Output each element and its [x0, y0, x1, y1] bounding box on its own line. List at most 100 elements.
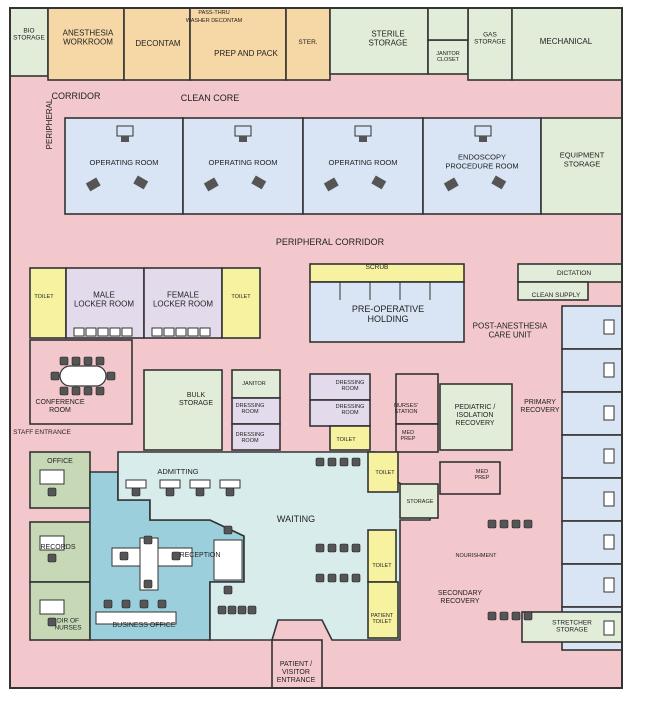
label-or-3: OPERATING ROOM	[328, 158, 397, 167]
equipment-storage	[540, 117, 623, 215]
or-equipment-icon	[203, 177, 219, 192]
furniture-chair	[499, 611, 509, 621]
furniture-chair	[131, 487, 141, 497]
label-toilet-lower: TOILET	[375, 470, 395, 476]
furniture-chair	[83, 356, 93, 366]
or-boom-icon	[479, 136, 487, 142]
furniture-desk	[213, 539, 243, 581]
furniture-desk	[175, 327, 187, 337]
label-washer-decontam: WASHER DECONTAM	[186, 18, 243, 24]
toilet-lower-2	[367, 529, 397, 583]
or-equipment-icon	[323, 177, 339, 192]
janitor	[231, 369, 281, 399]
or-equipment-icon	[85, 177, 101, 192]
furniture-chair	[171, 551, 181, 561]
label-janitor: JANITOR	[242, 381, 265, 387]
furniture-desk	[189, 479, 211, 489]
furniture-desk	[109, 327, 121, 337]
recovery-bed-icon	[603, 405, 615, 421]
toilet-female	[221, 267, 261, 339]
label-toilet-lower-2: TOILET	[372, 563, 392, 569]
furniture-chair	[143, 535, 153, 545]
furniture-chair	[47, 553, 57, 563]
furniture-chair	[237, 605, 247, 615]
female-locker	[143, 267, 223, 339]
label-dictation: DICTATION	[557, 270, 591, 277]
toilet-male	[29, 267, 67, 339]
furniture-chair	[487, 611, 497, 621]
dressing-room-d	[309, 399, 371, 427]
recovery-bed-icon	[603, 491, 615, 507]
furniture-chair	[95, 386, 105, 396]
toilet-lower	[367, 451, 399, 493]
furniture-chair	[83, 386, 93, 396]
recovery-bed-icon	[603, 448, 615, 464]
furniture-desk	[151, 327, 163, 337]
dressing-room-b	[231, 423, 281, 451]
furniture-chair	[339, 573, 349, 583]
endoscopy-room	[422, 117, 542, 215]
furniture-chair	[339, 543, 349, 553]
furniture-chair	[327, 543, 337, 553]
furniture-chair	[223, 585, 233, 595]
label-storage-lower: STORAGE	[407, 499, 434, 505]
furniture-desk	[187, 327, 199, 337]
or-boom-icon	[121, 136, 129, 142]
label-records: RECORDS	[40, 544, 75, 551]
label-nourishment: NOURISHMENT	[456, 553, 498, 559]
furniture-chair	[95, 356, 105, 366]
label-staff-entrance: STAFF ENTRANCE	[13, 429, 71, 436]
label-peripheral-corridor: PERIPHERAL CORRIDOR	[276, 237, 385, 247]
or-equipment-icon	[371, 175, 387, 190]
storage-lower	[399, 483, 439, 519]
records	[29, 521, 91, 583]
pre-op-holding	[309, 281, 465, 343]
label-ster: STER.	[298, 39, 317, 46]
or-equipment-icon	[133, 175, 149, 190]
or-equipment-icon	[491, 175, 507, 190]
furniture-chair	[511, 611, 521, 621]
furniture-chair	[103, 599, 113, 609]
furniture-chair	[106, 371, 116, 381]
furniture-chair	[157, 599, 167, 609]
furniture-desk	[73, 327, 85, 337]
label-pass-thru: PASS-THRU	[198, 10, 229, 16]
furniture-chair	[59, 386, 69, 396]
furniture-chair	[139, 599, 149, 609]
operating-room-3	[302, 117, 424, 215]
decontam	[123, 7, 191, 81]
furniture-chair	[119, 551, 129, 561]
furniture-chair	[71, 356, 81, 366]
furniture-chair	[195, 487, 205, 497]
furniture-chair	[523, 611, 533, 621]
label-clean-core: CLEAN CORE	[181, 93, 240, 103]
male-locker	[65, 267, 145, 339]
or-boom-icon	[359, 136, 367, 142]
recovery-bay	[561, 563, 623, 608]
furniture-chair	[351, 573, 361, 583]
label-peripheral-vertical: PERIPHERAL	[45, 98, 54, 149]
recovery-bed-icon	[603, 534, 615, 550]
furniture-chair	[217, 605, 227, 615]
label-toilet-female: TOILET	[231, 294, 251, 300]
patient-toilet	[367, 581, 399, 639]
